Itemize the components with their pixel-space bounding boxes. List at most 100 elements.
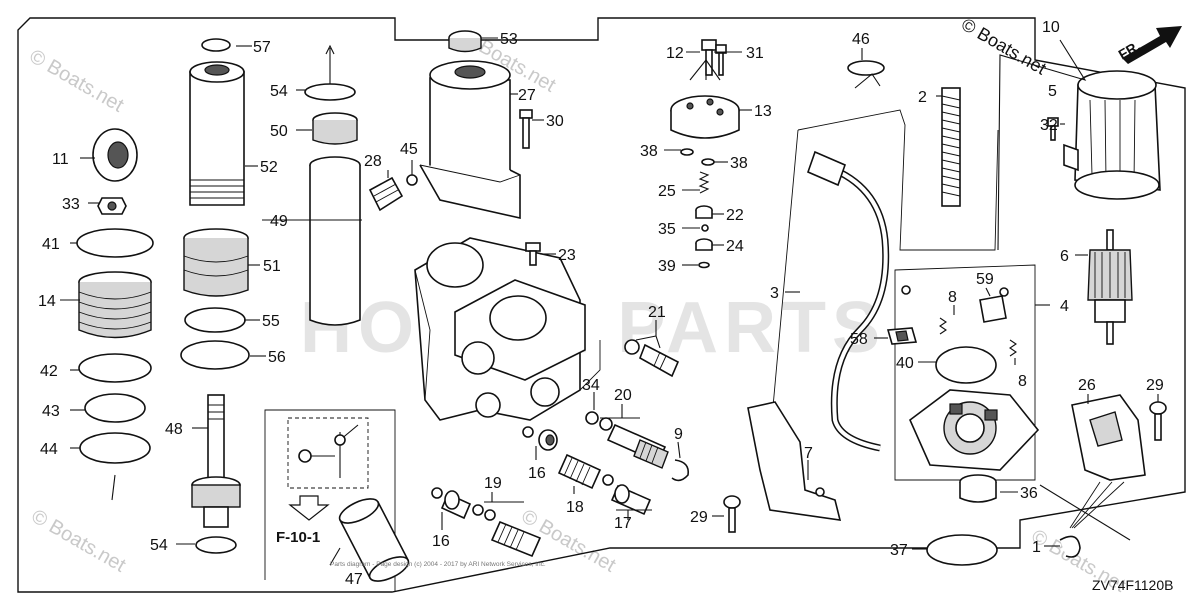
callout-17: 17 [614,515,632,532]
part-36-bushing[interactable] [959,474,997,503]
part-22-poppet[interactable] [695,205,713,219]
part-44-o-ring[interactable] [79,432,151,464]
part-35-ball[interactable] [701,224,709,232]
part-1-clip[interactable] [1059,535,1081,558]
hose-clamp-detail [298,424,359,478]
callout-12: 12 [666,45,684,62]
part-3-wire-harness[interactable] [806,150,890,452]
part-45-o-ring[interactable] [406,174,418,186]
part-o-ring[interactable] [522,426,534,438]
part-12-screw[interactable] [701,39,717,76]
part-29-screw-right[interactable] [1149,401,1167,441]
part-18-spring-plug[interactable] [557,453,602,490]
part-56-o-ring[interactable] [180,340,250,370]
part-17-seal[interactable] [610,484,652,516]
part-26-bracket[interactable] [1071,394,1146,481]
part-20-valve[interactable] [606,423,669,469]
part-4-brush-holder[interactable] [909,389,1040,471]
callout-30: 30 [546,113,564,130]
part-43-backup-ring[interactable] [84,393,146,423]
part-2-rod[interactable] [941,87,961,207]
part-34-o-ring[interactable] [585,411,599,425]
part-54-o-ring-lower[interactable] [195,536,237,554]
part-16-seal-lower[interactable] [440,490,472,520]
part-o-ring[interactable] [602,474,614,486]
callout-14: 14 [38,293,56,310]
part-29-screw-left[interactable] [723,495,741,533]
callout-41: 41 [42,236,60,253]
part-19-spring-plug[interactable] [490,520,542,558]
part-49-tube[interactable] [309,156,361,326]
part-31-screw[interactable] [715,44,727,76]
callout-48: 48 [165,421,183,438]
part-50-seal[interactable] [312,112,358,145]
pump-body[interactable] [414,237,601,421]
part-30-bolt[interactable] [519,109,533,149]
part-8-spring-upper[interactable] [939,317,947,335]
callout-51: 51 [263,258,281,275]
callout-29-right: 29 [1146,377,1164,394]
part-o-ring[interactable] [484,509,496,521]
callout-54: 54 [270,83,288,100]
callout-18: 18 [566,499,584,516]
callout-34: 34 [582,377,600,394]
watermark-brand-text: HONDA PARTS [300,288,886,368]
callout-59: 59 [976,271,994,288]
part-7-bracket[interactable] [747,401,842,521]
callout-1: 1 [1032,539,1041,556]
part-11-bushing[interactable] [92,128,138,182]
part-o-ring[interactable] [431,487,443,499]
part-53-cap[interactable] [448,30,482,53]
part-58-brush[interactable] [886,327,918,345]
part-47-sleeve[interactable] [336,494,412,586]
part-24-plug[interactable] [695,238,713,251]
callout-27: 27 [518,87,536,104]
part-38-o-ring-left[interactable] [680,148,694,156]
part-33-nut[interactable] [97,197,127,215]
callout-16-upper: 16 [528,465,546,482]
part-34-o-ring[interactable] [599,417,613,431]
part-46-harness-clip[interactable] [847,60,885,89]
copyright-text: © Boats.net [958,14,1050,78]
part-6-armature[interactable] [1087,229,1133,345]
part-39-o-ring[interactable] [698,261,710,269]
part-59-brush-clip[interactable] [979,287,1009,323]
callout-32: 32 [1040,117,1058,134]
callout-46: 46 [852,31,870,48]
callout-55: 55 [262,313,280,330]
part-27-reservoir[interactable] [419,60,521,219]
part-25-spring[interactable] [698,171,710,194]
part-57-o-ring[interactable] [201,38,231,52]
callout-4: 4 [1060,298,1069,315]
callout-36: 36 [1020,485,1038,502]
part-54-o-ring-upper[interactable] [304,83,356,101]
part-51-piston[interactable] [183,228,249,297]
part-5-motor[interactable] [1063,70,1161,200]
callout-25: 25 [658,183,676,200]
callout-35: 35 [658,221,676,238]
callout-2: 2 [918,89,927,106]
part-55-o-ring[interactable] [184,307,246,333]
part-42-o-ring[interactable] [78,353,152,383]
screw-small[interactable] [901,285,911,295]
part-o-ring[interactable] [472,504,484,516]
callout-58: 58 [850,331,868,348]
part-48-piston-rod[interactable] [191,394,241,528]
part-37-o-ring[interactable] [926,534,998,566]
part-9-snap-ring[interactable] [671,459,690,482]
part-52-tilt-cylinder[interactable] [189,61,245,206]
callout-16-lower: 16 [432,533,450,550]
part-32-screw[interactable] [1047,117,1059,141]
part-41-o-ring[interactable] [76,228,154,258]
callout-6: 6 [1060,248,1069,265]
part-28-valve[interactable] [368,176,404,212]
part-14-cylinder-cap[interactable] [78,271,152,339]
part-23-plug[interactable] [525,242,541,266]
part-16-seal-upper[interactable] [538,429,558,451]
part-13-valve-block[interactable] [670,95,740,139]
part-38-o-ring-right[interactable] [701,158,715,166]
part-40-o-ring[interactable] [935,346,997,384]
part-21-manual-valve[interactable] [624,339,680,378]
part-8-spring-lower[interactable] [1009,339,1017,357]
